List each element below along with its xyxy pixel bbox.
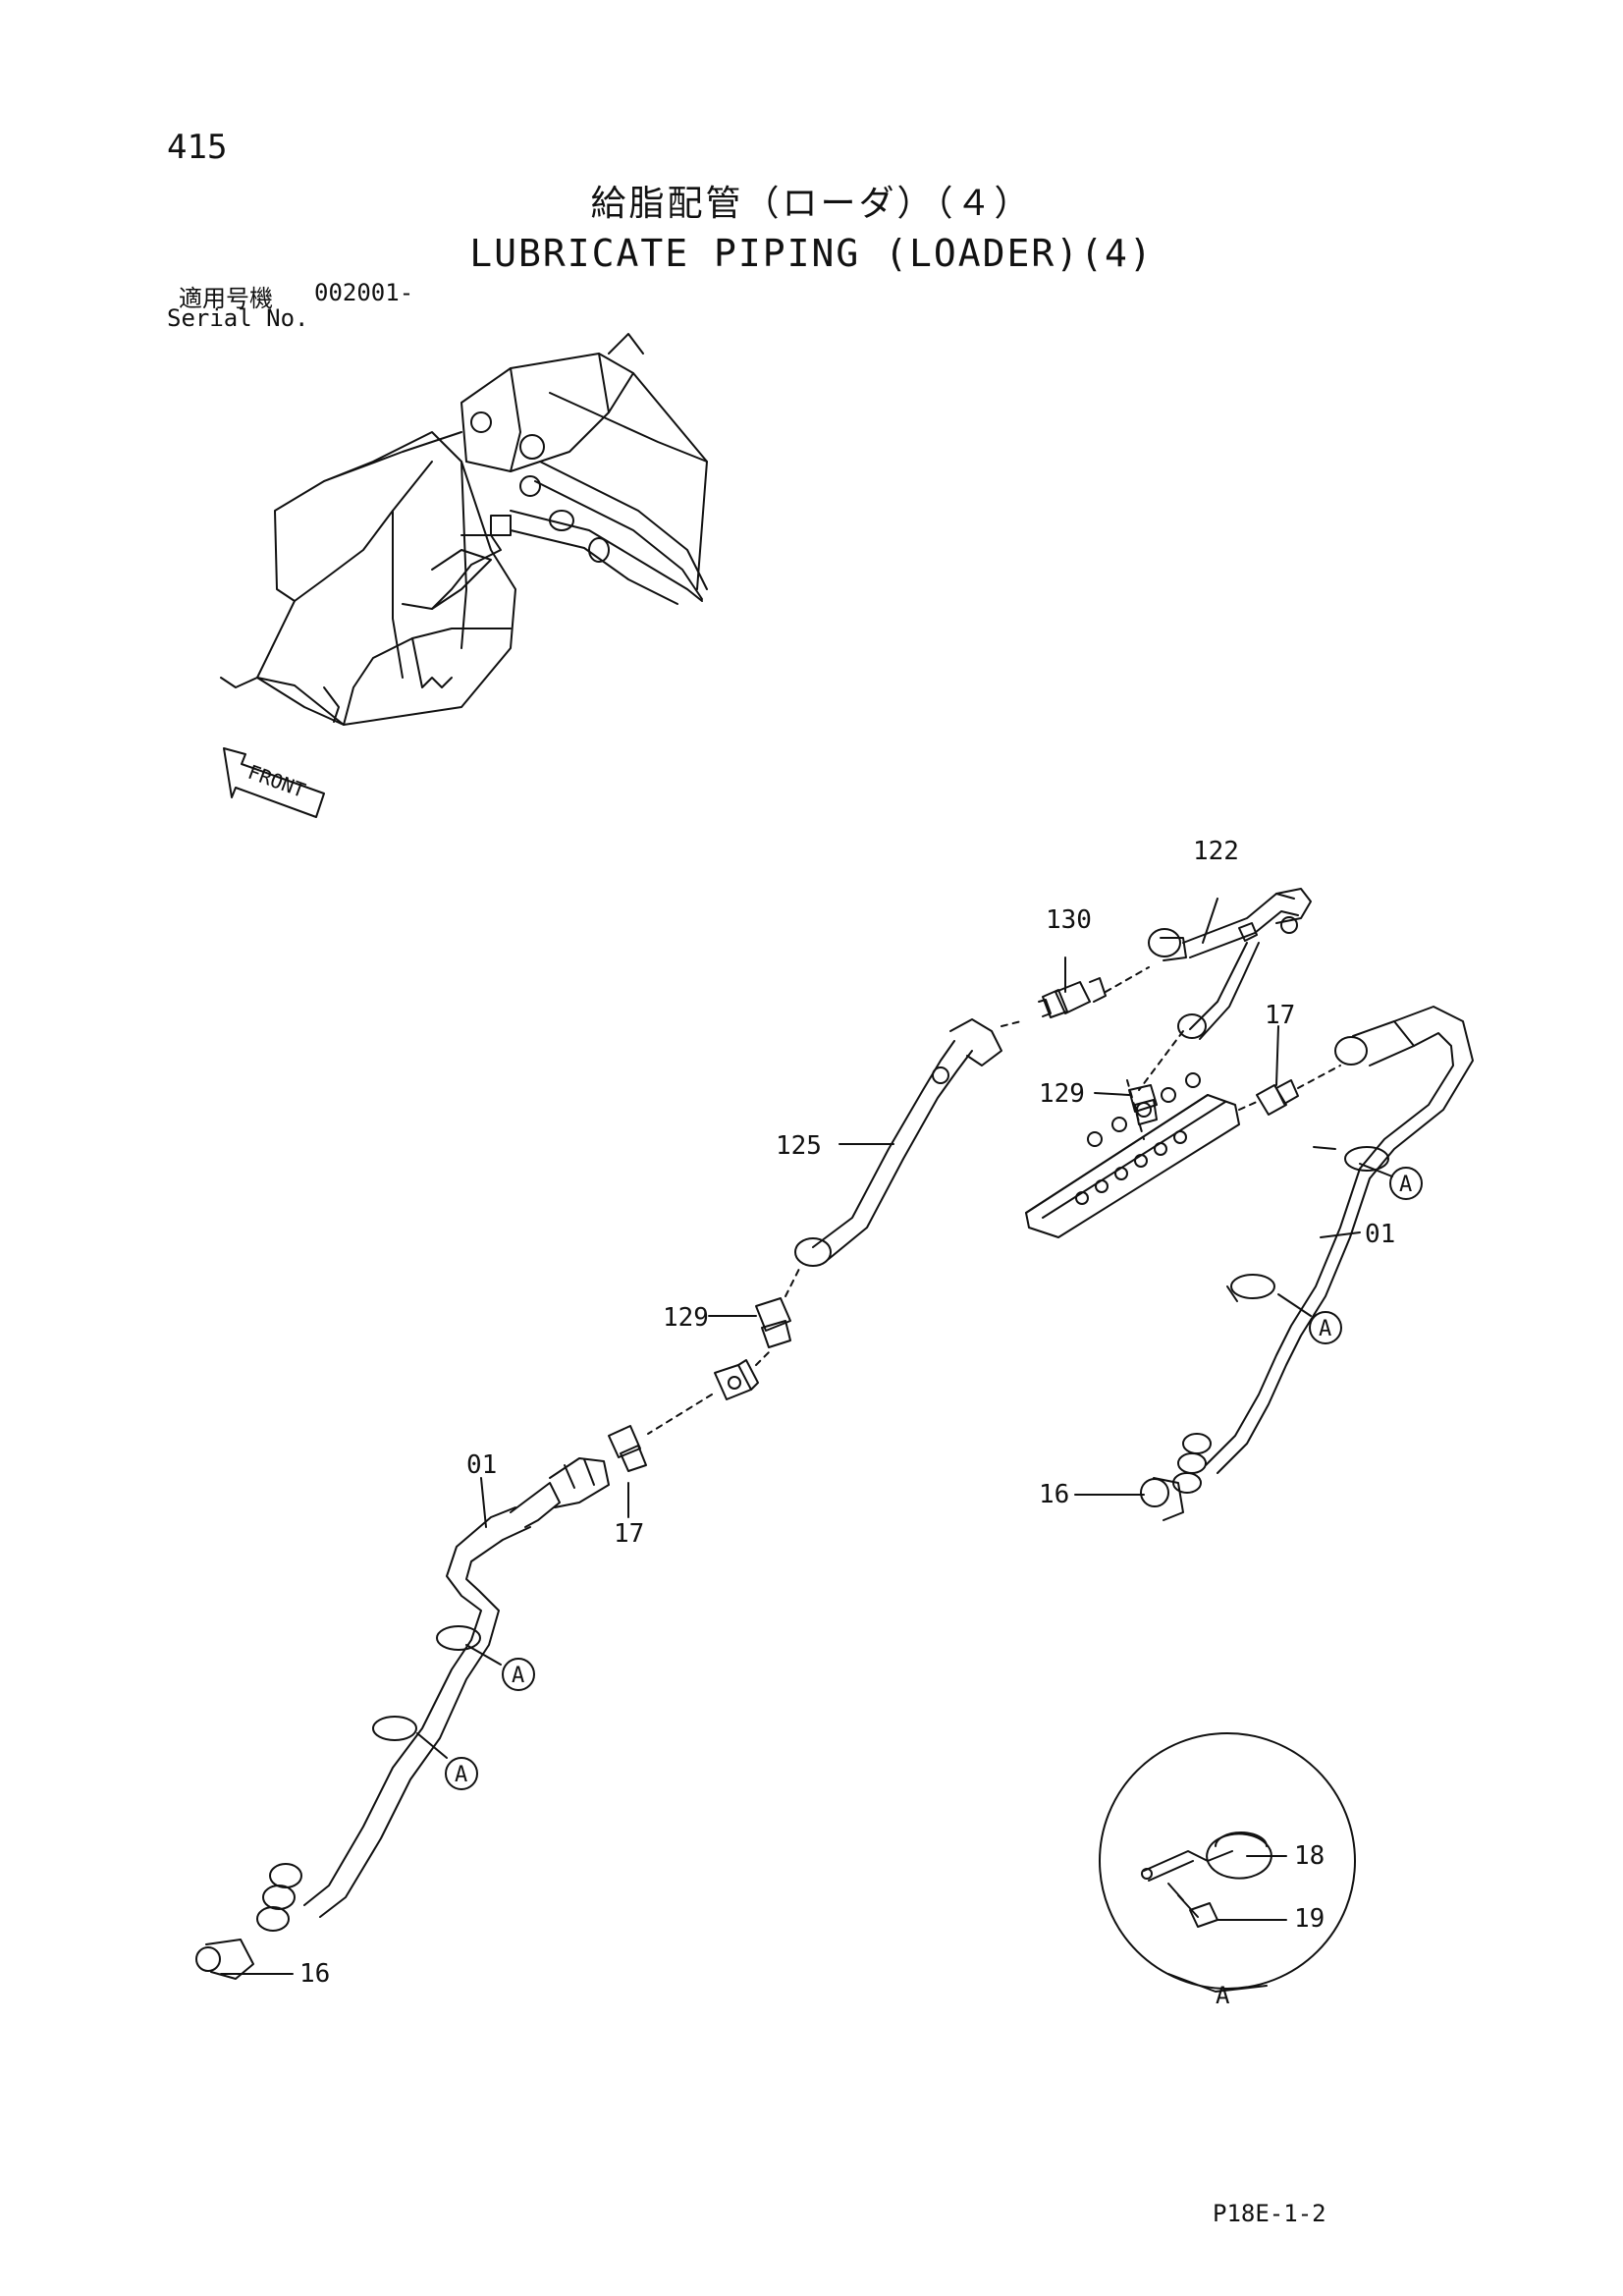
pipe-125 [794,1018,1022,1267]
detail-marker-a-2: A [1319,1317,1331,1341]
fitting-17-upper [1238,1065,1341,1116]
serial-label-english: Serial No. [167,304,309,332]
grease-manifold-block [1025,1030,1240,1238]
title-english: LUBRICATE PIPING (LOADER)(4) [469,232,1154,275]
serial-label-japanese: 適用号機 [179,285,273,312]
callout-01-left: 01 [466,1450,497,1480]
callout-125: 125 [776,1131,822,1161]
callout-130: 130 [1046,905,1092,935]
front-label: FRONT [244,760,308,802]
fitting-129-mid [755,1266,801,1348]
callout-01-right: 01 [1365,1220,1395,1249]
callout-129-upper: 129 [1039,1079,1085,1109]
detail-a-marker-circles [445,1167,1423,1790]
hose-01-right [1172,1006,1474,1494]
detail-view-label: A [1216,1982,1230,2009]
fitting-130 [1038,966,1150,1018]
callout-16-left: 16 [299,1959,330,1989]
callout-leaders [220,898,1393,1993]
detail-marker-a-3: A [512,1664,524,1688]
callout-18: 18 [1294,1841,1325,1871]
detail-marker-a-1: A [1399,1173,1412,1197]
serial-number-value: 002001- [314,279,414,306]
page-number: 415 [167,128,228,167]
elbow-16-left [195,1939,254,1980]
title-japanese: 給脂配管（ローダ）（４） [590,184,1033,224]
fitting-17-mid [608,1425,647,1472]
callout-16-right: 16 [1039,1480,1069,1509]
callout-129-mid: 129 [663,1303,709,1333]
tee-block [647,1349,772,1435]
callout-17-upper: 17 [1265,1001,1295,1030]
hose-01-left [256,1457,610,1932]
loader-bucket-illustration [220,333,708,726]
footer-code: P18E-1-2 [1213,2200,1326,2227]
callout-19: 19 [1294,1904,1325,1934]
callout-17-mid: 17 [614,1519,644,1549]
fitting-129-upper [1128,1084,1158,1125]
callout-122: 122 [1193,837,1239,866]
pipe-122-assembly [1148,888,1312,1040]
elbow-16-right [1140,1477,1184,1521]
detail-marker-a-4: A [455,1763,467,1787]
front-direction-arrow [223,747,325,818]
